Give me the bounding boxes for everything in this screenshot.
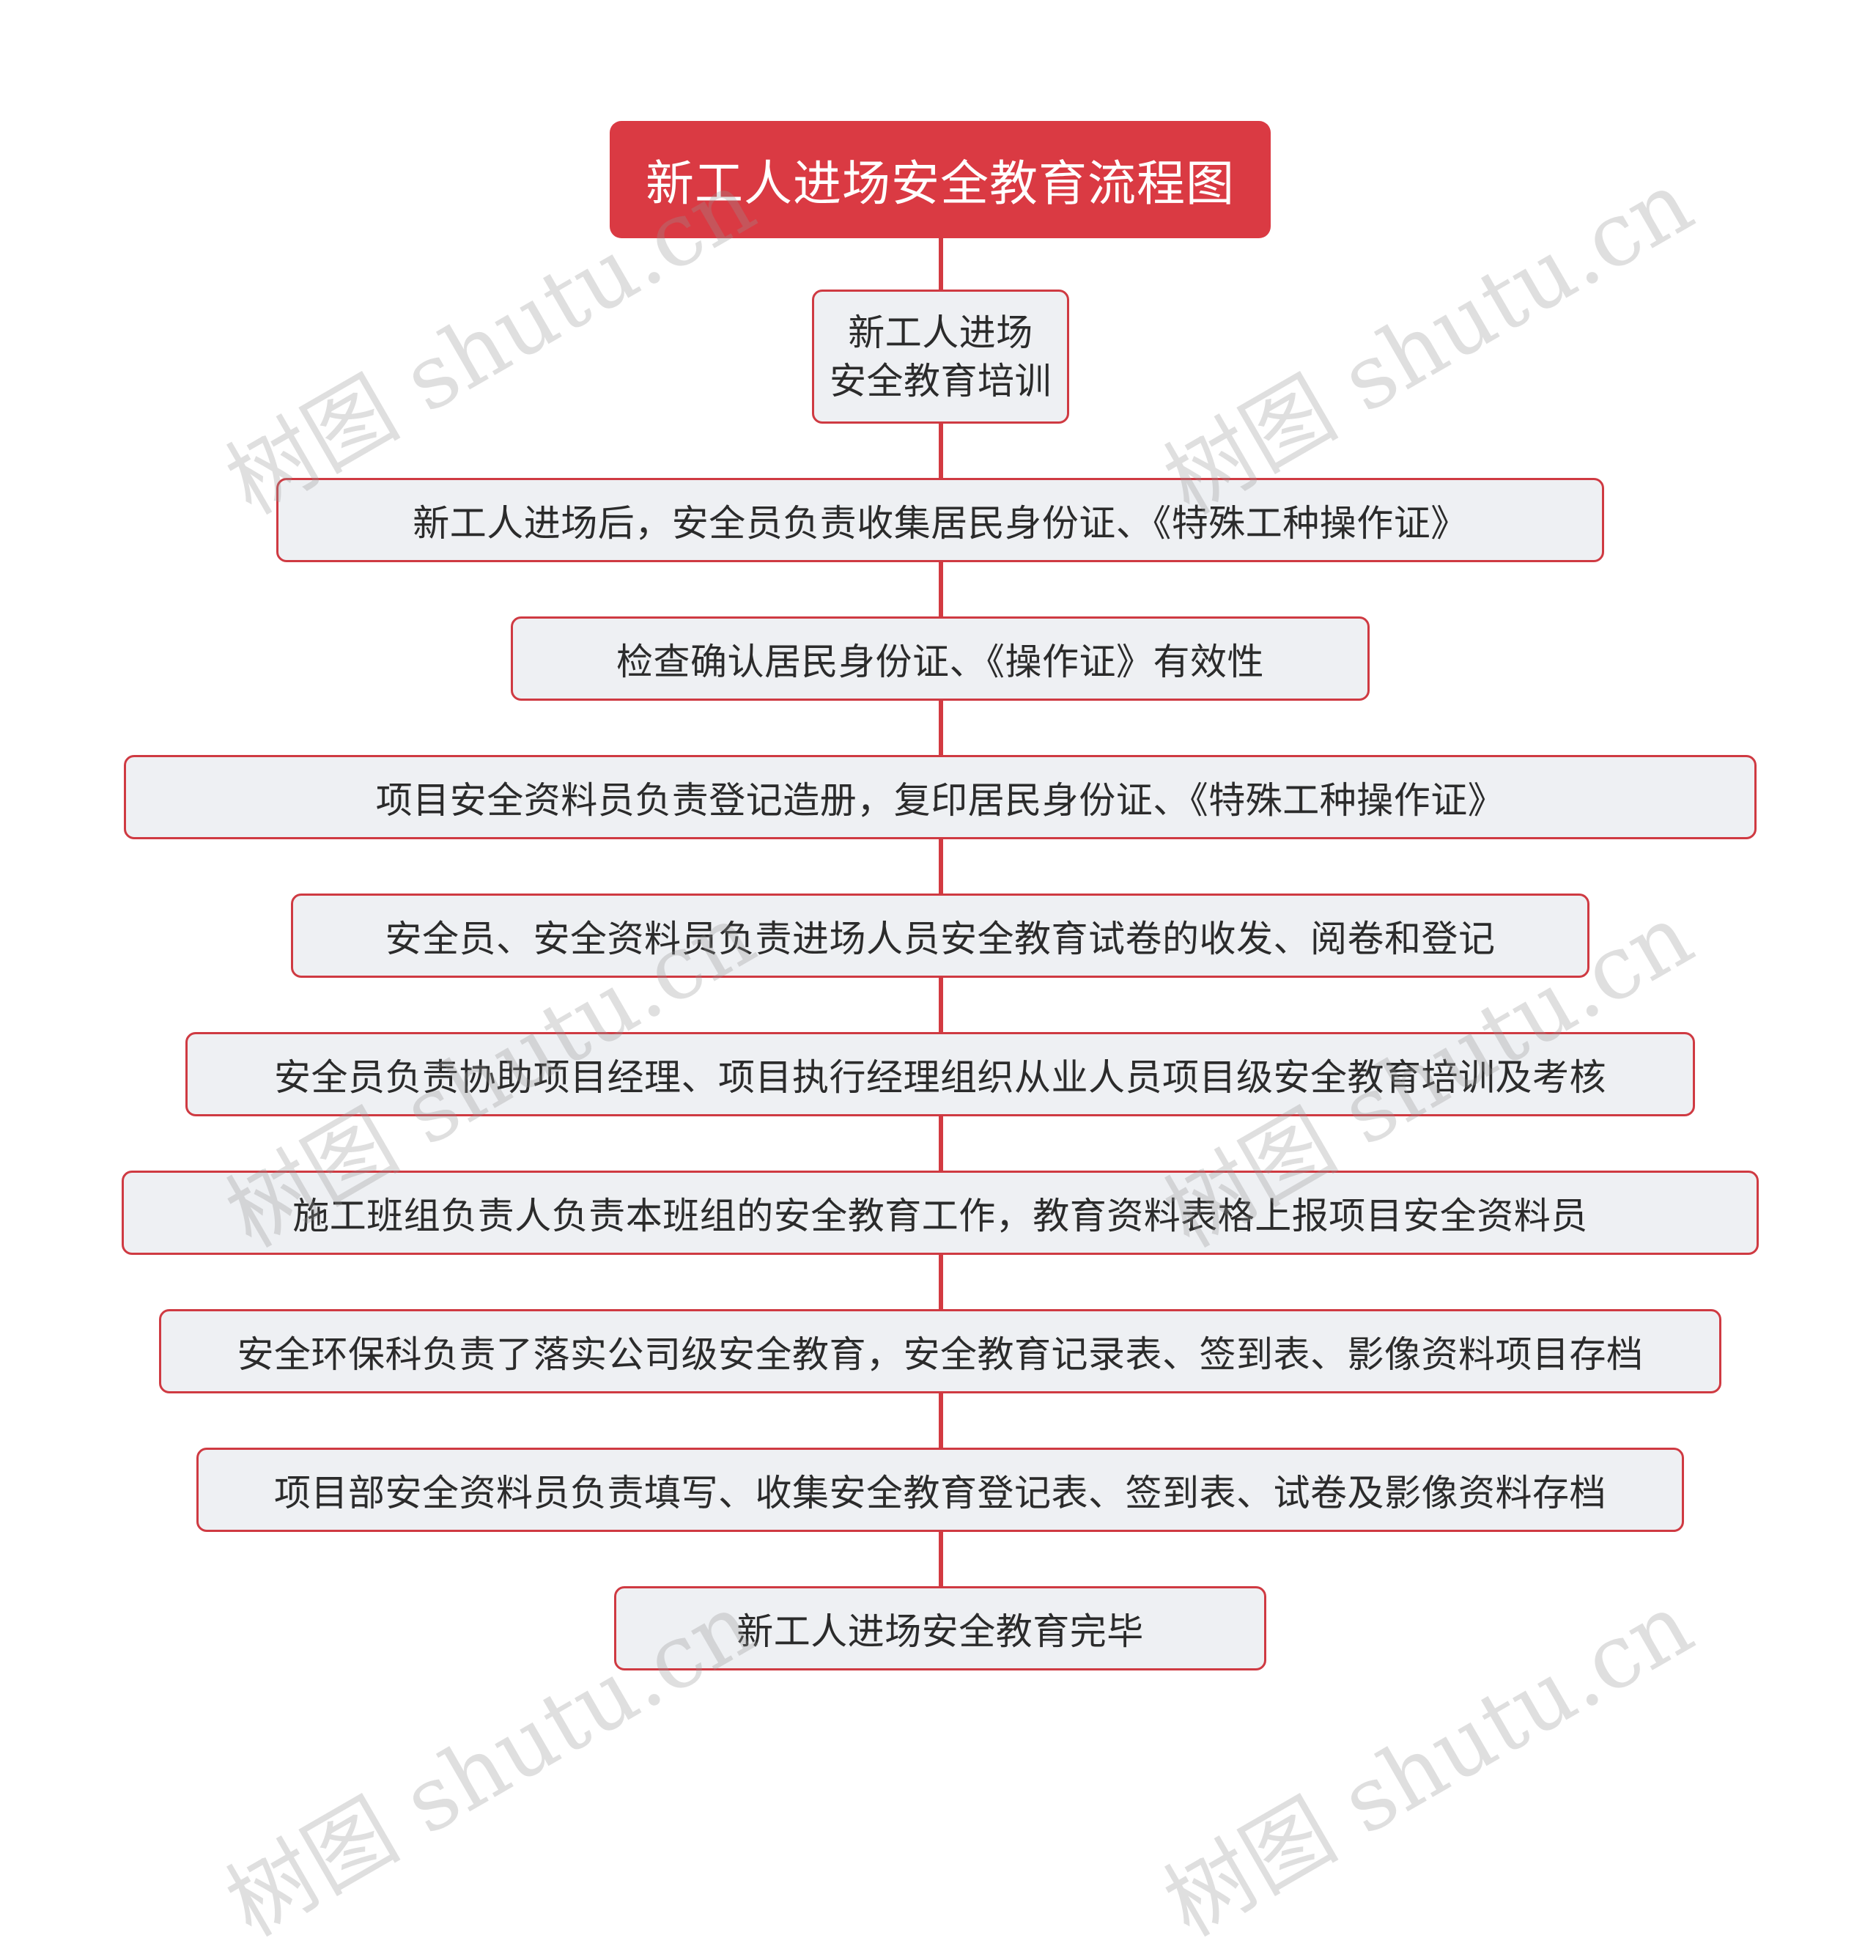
step-4-node: 项目安全资料员负责登记造册，复印居民身份证、《特殊工种操作证》 xyxy=(124,755,1757,839)
connector-line xyxy=(939,978,943,1032)
step-5-node: 安全员、安全资料员负责进场人员安全教育试卷的收发、阅卷和登记 xyxy=(291,894,1589,978)
flowchart-title: 新工人进场安全教育流程图 xyxy=(610,121,1271,238)
step-1-line2: 安全教育培训 xyxy=(830,359,1052,402)
step-10-node: 新工人进场安全教育完毕 xyxy=(614,1586,1266,1670)
connector-line xyxy=(939,562,943,616)
step-2-node: 新工人进场后，安全员负责收集居民身份证、《特殊工种操作证》 xyxy=(276,478,1604,562)
connector-line xyxy=(939,1116,943,1171)
connector-line xyxy=(939,839,943,894)
step-7-node: 施工班组负责人负责本班组的安全教育工作，教育资料表格上报项目安全资料员 xyxy=(122,1171,1759,1255)
connector-line xyxy=(939,1255,943,1309)
step-1-line1: 新工人进场 xyxy=(848,311,1033,354)
connector-line xyxy=(939,1532,943,1586)
step-1-node: 新工人进场 安全教育培训 xyxy=(812,290,1069,424)
step-8-node: 安全环保科负责了落实公司级安全教育，安全教育记录表、签到表、影像资料项目存档 xyxy=(159,1309,1721,1393)
step-6-node: 安全员负责协助项目经理、项目执行经理组织从业人员项目级安全教育培训及考核 xyxy=(185,1032,1695,1116)
connector-line xyxy=(939,238,943,290)
connector-line xyxy=(939,424,943,478)
connector-line xyxy=(939,1393,943,1448)
connector-line xyxy=(939,701,943,755)
flowchart: 新工人进场安全教育流程图 新工人进场 安全教育培训 新工人进场后，安全员负责收集… xyxy=(122,121,1759,1956)
step-3-node: 检查确认居民身份证、《操作证》有效性 xyxy=(511,616,1370,701)
step-9-node: 项目部安全资料员负责填写、收集安全教育登记表、签到表、试卷及影像资料存档 xyxy=(196,1448,1684,1532)
